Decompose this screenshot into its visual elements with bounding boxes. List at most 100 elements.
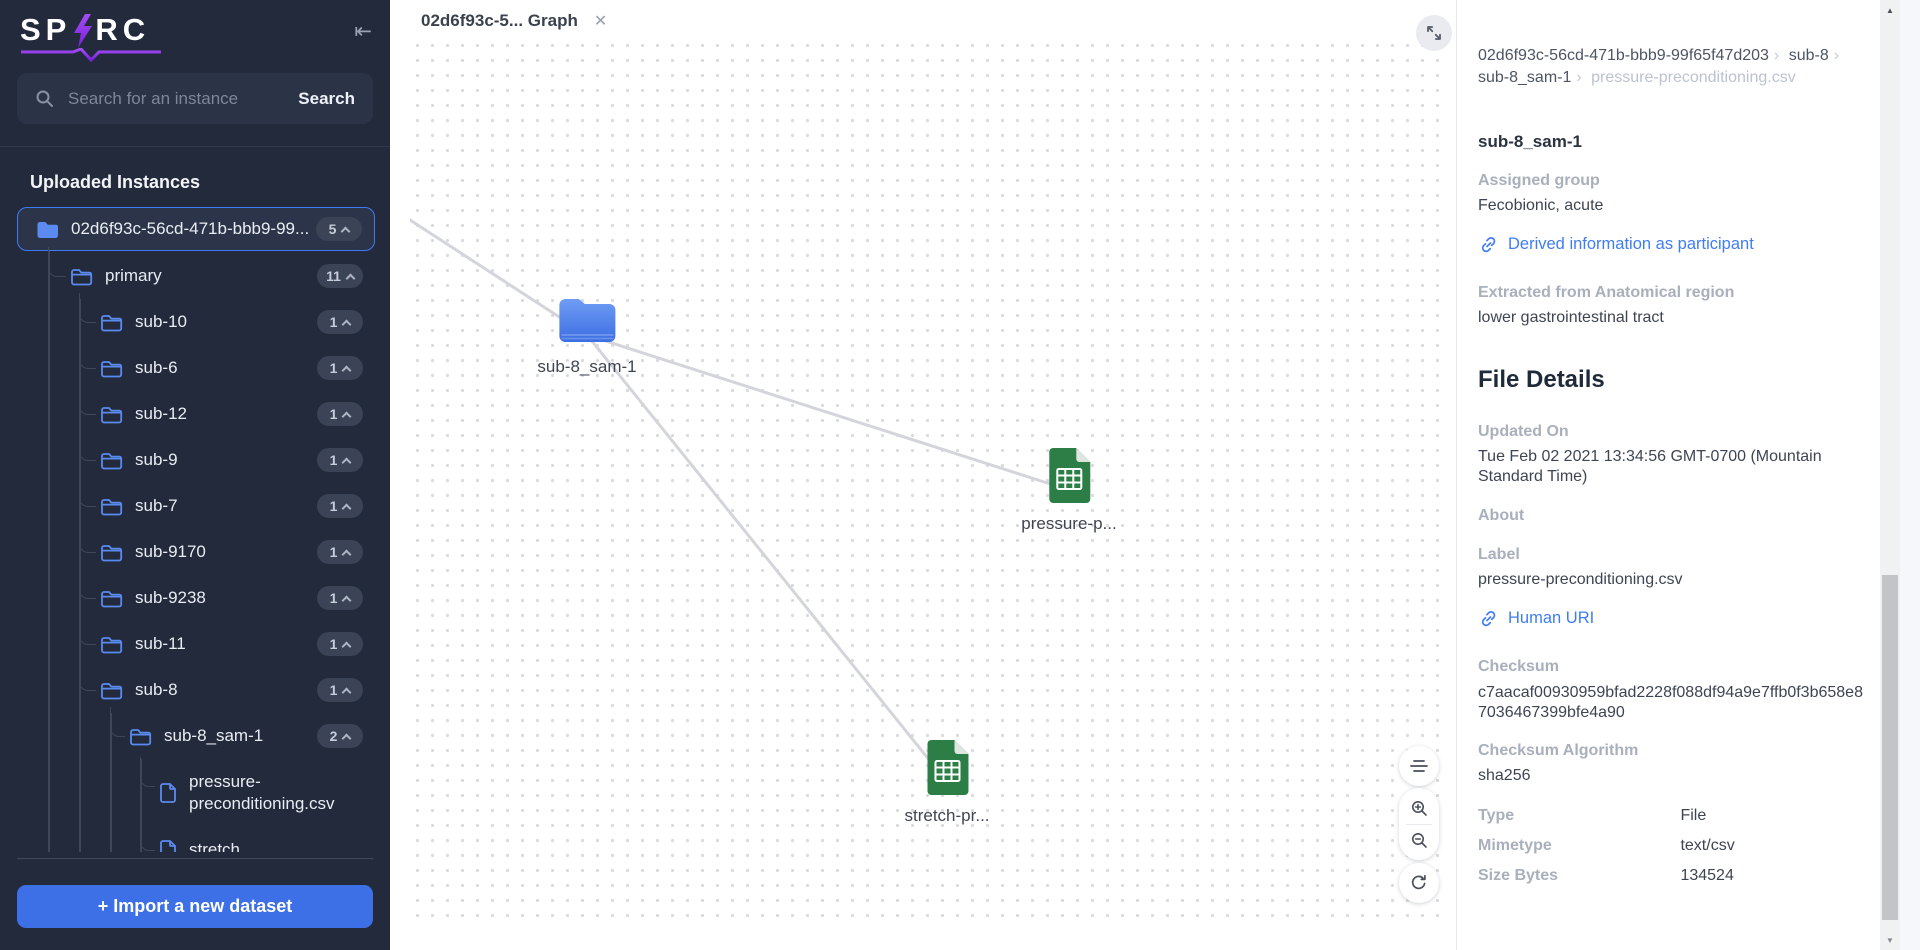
item-count-badge[interactable]: 1: [317, 310, 363, 334]
assigned-group-value: Fecobionic, acute: [1478, 197, 1604, 214]
item-count-badge[interactable]: 1: [317, 448, 363, 472]
item-count-badge[interactable]: 1: [317, 494, 363, 518]
folder-outline-icon: [100, 451, 123, 470]
badge-count: 11: [326, 268, 341, 284]
graph-node-pressure[interactable]: pressure-p...: [1021, 446, 1117, 534]
zoom-controls-divider: [1406, 823, 1432, 825]
tree-item-label: stretch: [189, 840, 241, 852]
window-edge-gap: [1900, 0, 1920, 950]
chevron-up-icon: [345, 273, 356, 283]
tree-item-stretch[interactable]: stretch: [17, 821, 375, 852]
chevron-up-icon: [341, 503, 352, 513]
checksum-algorithm-label: Checksum Algorithm: [1478, 742, 1639, 759]
sidebar: SP RC ⇤ Search Uploaded Instances: [0, 0, 390, 950]
instance-tree: 02d6f93c-56cd-471b-bbb9-99... 5 primary …: [17, 207, 375, 852]
scrollbar-thumb[interactable]: [1882, 575, 1898, 920]
file-details-heading: File Details: [1478, 366, 1605, 393]
close-tab-icon[interactable]: ✕: [593, 13, 608, 30]
breadcrumb-sub-8-sam-1[interactable]: sub-8_sam-1: [1478, 69, 1572, 86]
graph-tab[interactable]: 02d6f93c-5... Graph ✕: [421, 6, 607, 36]
expand-icon: [1427, 26, 1441, 40]
tree-item-label: sub-6: [135, 358, 178, 377]
tree-connector: [48, 251, 50, 852]
logo-pulse-underline: [21, 48, 161, 62]
tree-item-sub-8[interactable]: sub-8 1: [17, 661, 375, 713]
folder-outline-icon: [100, 405, 123, 424]
item-count-badge[interactable]: 1: [317, 586, 363, 610]
folder-outline-icon: [100, 635, 123, 654]
assigned-group-label: Assigned group: [1478, 172, 1600, 189]
graph-tab-label: 02d6f93c-5... Graph: [421, 11, 578, 30]
tree-item-dataset-root[interactable]: 02d6f93c-56cd-471b-bbb9-99... 5: [17, 207, 375, 251]
item-count-badge[interactable]: 2: [317, 724, 363, 748]
sidebar-divider: [0, 146, 390, 147]
tree-item-sub-6[interactable]: sub-6 1: [17, 339, 375, 391]
logo-text-left: SP: [20, 12, 72, 47]
item-count-badge[interactable]: 11: [317, 264, 363, 288]
tree-item-pressure-preconditioning-csv[interactable]: pressure-preconditioning.csv: [17, 757, 375, 823]
lightning-bolt-icon: [74, 14, 93, 48]
search-input[interactable]: [66, 87, 299, 110]
tree-item-sub-8-sam-1[interactable]: sub-8_sam-1 2: [17, 707, 375, 759]
graph-canvas[interactable]: sub-8_sam-1 pressure-p...: [410, 38, 1445, 925]
item-count-badge[interactable]: 1: [317, 540, 363, 564]
human-uri-link[interactable]: Human URI: [1478, 608, 1868, 629]
expand-graph-button[interactable]: [1416, 15, 1452, 51]
graph-node-folder[interactable]: sub-8_sam-1: [537, 293, 637, 377]
tree-item-sub-10[interactable]: sub-10 1: [17, 293, 375, 345]
sparc-logo: SP RC: [20, 12, 161, 62]
search-icon: [36, 90, 53, 107]
tree-item-label: sub-8: [135, 680, 178, 699]
human-uri-link-label: Human URI: [1508, 609, 1595, 627]
badge-count: 1: [329, 544, 338, 560]
tree-item-sub-9238[interactable]: sub-9238 1: [17, 569, 375, 621]
zoom-out-button[interactable]: [1399, 825, 1439, 857]
item-count-badge[interactable]: 5: [316, 217, 362, 241]
tree-item-primary[interactable]: primary 11: [17, 247, 375, 299]
graph-node-stretch[interactable]: stretch-pr...: [904, 738, 990, 826]
search-button[interactable]: Search: [298, 88, 355, 108]
tree-item-sub-7[interactable]: sub-7 1: [17, 477, 375, 529]
tree-item-sub-12[interactable]: sub-12 1: [17, 385, 375, 437]
import-dataset-button[interactable]: + Import a new dataset: [17, 885, 373, 928]
chevron-up-icon: [341, 549, 352, 559]
derived-information-link[interactable]: Derived information as participant: [1478, 234, 1868, 255]
item-count-badge[interactable]: 1: [317, 632, 363, 656]
link-icon: [1481, 237, 1496, 253]
align-graph-button[interactable]: [1399, 746, 1439, 786]
item-count-badge[interactable]: 1: [317, 356, 363, 380]
tree-item-sub-9[interactable]: sub-9 1: [17, 431, 375, 483]
property-key: Mimetype: [1478, 837, 1552, 854]
badge-count: 1: [329, 360, 338, 376]
badge-count: 1: [329, 498, 338, 514]
chevron-up-icon: [341, 595, 352, 605]
refresh-graph-button[interactable]: [1399, 863, 1439, 903]
item-count-badge[interactable]: 1: [317, 402, 363, 426]
tree-item-label: sub-11: [135, 634, 186, 653]
breadcrumb-sub-8[interactable]: sub-8: [1788, 47, 1829, 64]
breadcrumb-dataset[interactable]: 02d6f93c-56cd-471b-bbb9-99f65f47d203: [1478, 47, 1769, 64]
item-count-badge[interactable]: 1: [317, 678, 363, 702]
scrollbar-down-arrow[interactable]: ▼: [1886, 935, 1894, 945]
panel-scrollbar[interactable]: ▲ ▼: [1880, 0, 1900, 950]
checksum-algorithm-value: sha256: [1478, 767, 1531, 784]
tree-item-label: primary: [105, 266, 162, 285]
collapse-sidebar-icon[interactable]: ⇤: [354, 20, 372, 43]
folder-filled-icon: [36, 220, 59, 239]
about-label: About: [1478, 507, 1525, 524]
tree-item-sub-9170[interactable]: sub-9170 1: [17, 523, 375, 575]
anatomical-region-value: lower gastrointestinal tract: [1478, 309, 1664, 326]
folder-outline-icon: [100, 497, 123, 516]
graph-node-label: sub-8_sam-1: [537, 357, 637, 376]
folder-node-icon: [559, 299, 615, 342]
tree-item-sub-11[interactable]: sub-11 1: [17, 615, 375, 667]
property-key: Type: [1478, 807, 1515, 824]
derived-information-link-label: Derived information as participant: [1508, 235, 1754, 253]
property-value: 134524: [1680, 867, 1734, 884]
zoom-in-button[interactable]: [1399, 792, 1439, 824]
zoom-controls: [1399, 788, 1439, 860]
tree-connector: [140, 759, 142, 852]
chevron-up-icon: [341, 365, 352, 375]
folder-outline-icon: [100, 359, 123, 378]
scrollbar-up-arrow[interactable]: ▲: [1886, 5, 1894, 15]
